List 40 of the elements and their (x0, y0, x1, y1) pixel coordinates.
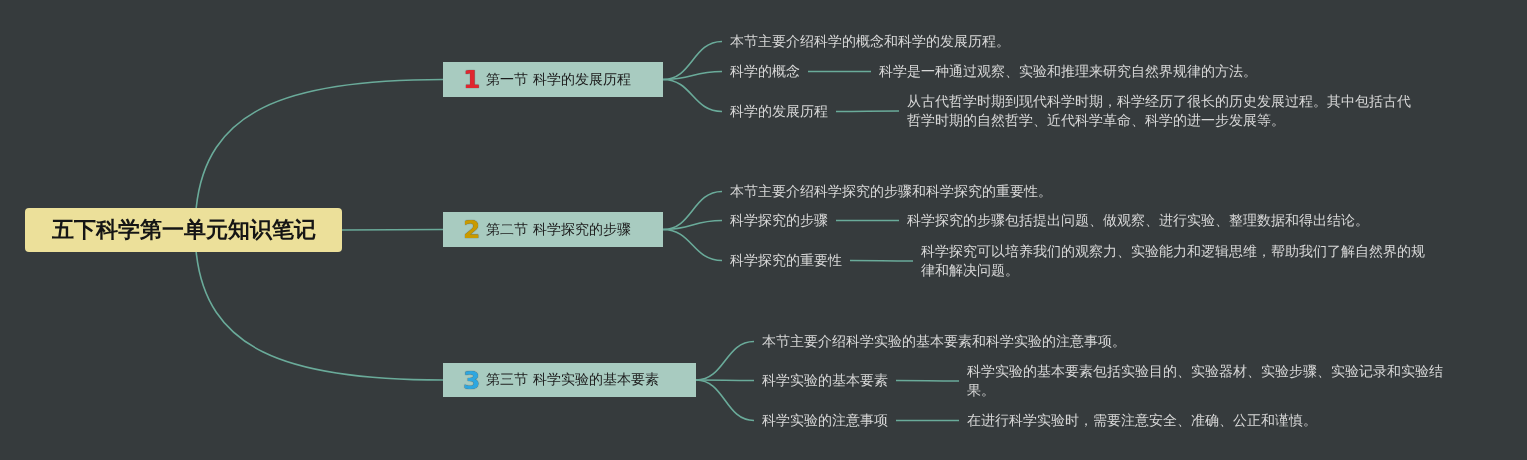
connector-line (662, 78, 723, 113)
note-text: 科学实验的基本要素包括实验目的、实验器材、实验步骤、实验记录和实验结果。 (959, 360, 1469, 402)
connector-line (341, 228, 444, 231)
note-text: 科学的发展历程 (722, 99, 836, 123)
section-title: 第三节 科学实验的基本要素 (486, 371, 659, 389)
note-text: 科学实验的注意事项 (754, 408, 896, 432)
connector-line (195, 78, 444, 209)
note-text: 本节主要介绍科学的概念和科学的发展历程。 (722, 29, 1018, 53)
note-text: 本节主要介绍科学探究的步骤和科学探究的重要性。 (722, 179, 1060, 203)
connector-line (835, 110, 900, 113)
section-number: 3 (463, 367, 481, 393)
connector-line (895, 379, 960, 382)
section-box (443, 62, 663, 97)
section-number: 2 (463, 217, 481, 242)
connector-line (807, 70, 872, 73)
note-text: 科学探究的步骤包括提出问题、做观察、进行实验、整理数据和得出结论。 (899, 208, 1377, 232)
section-box (443, 212, 663, 247)
note-text: 在进行科学实验时，需要注意安全、准确、公正和谨慎。 (959, 408, 1325, 432)
connector-line (695, 379, 755, 422)
connector-line (662, 40, 723, 81)
note-text: 科学探究可以培养我们的观察力、实验能力和逻辑思维，帮助我们了解自然界的规律和解决问题。 (913, 240, 1433, 282)
section-box (443, 363, 696, 397)
section-title: 第一节 科学的发展历程 (486, 70, 631, 89)
connector-line (662, 228, 723, 262)
note-text: 从古代哲学时期到现代科学时期，科学经历了很长的历史发展过程。其中包括古代哲学时期的自然哲学、近代科学革命、科学的进一步发展等。 (899, 90, 1419, 132)
note-text: 科学的概念 (722, 59, 808, 83)
note-text: 科学探究的重要性 (722, 248, 850, 272)
connector-line (849, 259, 914, 262)
section-title: 第二节 科学探究的步骤 (486, 220, 631, 239)
topic-title: 五下科学第一单元知识笔记 (51, 216, 316, 244)
note-text: 本节主要介绍科学实验的基本要素和科学实验的注意事项。 (754, 329, 1134, 353)
connector-line (662, 190, 723, 231)
connector-line (195, 251, 444, 381)
section-number: 1 (463, 67, 481, 92)
note-text: 科学是一种通过观察、实验和推理来研究自然界规律的方法。 (871, 59, 1265, 83)
note-text: 科学实验的基本要素 (754, 368, 896, 392)
connector-line (895, 419, 960, 422)
connector-line (835, 219, 900, 222)
note-text: 科学探究的步骤 (722, 208, 836, 232)
central-topic-box (25, 208, 342, 252)
